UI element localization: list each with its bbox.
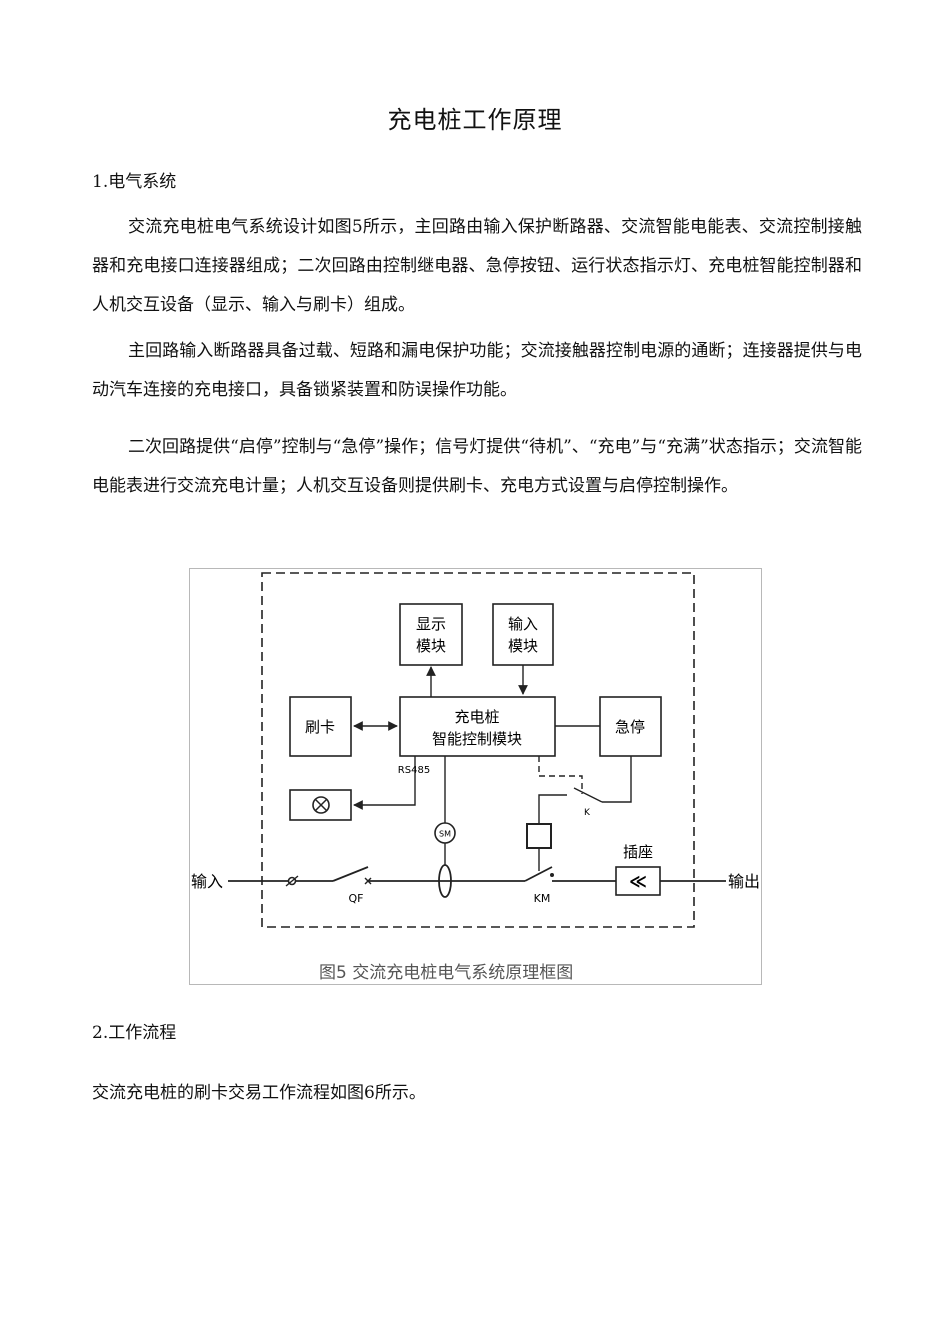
enclosure-boundary [261,572,695,928]
figure-electrical-diagram: 显示 模块 输入 模块 充电桩 智能控制模块 刷卡 [189,568,762,985]
figure-caption: 图5 交流充电桩电气系统原理框图 [319,963,573,983]
paragraph-workflow: 交流充电桩的刷卡交易工作流程如图6所示。 [92,1083,426,1103]
emergency-stop-module: 急停 [599,696,662,757]
card-reader-label: 刷卡 [305,718,335,736]
controller-label-2: 智能控制模块 [432,730,522,748]
breaker-label: QF [349,892,364,905]
relay-label: K [584,808,591,818]
socket-label: 插座 [623,843,653,861]
input-module-label-2: 模块 [508,637,538,655]
connection-lines [353,665,632,871]
display-module: 显示 模块 [399,603,463,666]
main-circuit-line [228,866,726,882]
diagram-svg: 显示 模块 输入 模块 充电桩 智能控制模块 刷卡 [191,572,760,983]
input-module: 输入 模块 [492,603,554,666]
emergency-stop-label: 急停 [615,718,645,736]
rs485-label: RS485 [398,765,430,776]
section-heading-electrical: 1.电气系统 [92,172,177,192]
paragraph-electrical-design: 交流充电桩电气系统设计如图5所示，主回路由输入保护断路器、交流智能电能表、交流控… [92,217,862,315]
socket-module: ≪ [615,866,661,896]
current-transformer-icon [438,864,452,898]
energy-meter-icon: SM [434,822,456,844]
controller-module: 充电桩 智能控制模块 [399,696,556,757]
input-terminal-label: 输入 [191,872,223,891]
card-reader-module: 刷卡 [289,696,352,757]
contactor-label: KM [534,892,551,905]
input-module-label-1: 输入 [508,615,538,633]
indicator-lamp-icon [289,789,352,821]
paragraph-secondary-circuit: 二次回路提供“启停”控制与“急停”操作；信号灯提供“待机”、“充电”与“充满”状… [92,437,862,496]
display-module-label-2: 模块 [416,637,446,655]
output-terminal-label: 输出 [728,872,760,891]
socket-symbol: ≪ [629,872,647,892]
meter-label: SM [439,830,451,839]
contactor-coil-icon [526,823,552,849]
controller-label-1: 充电桩 [454,708,499,726]
page-title: 充电桩工作原理 [387,106,563,134]
display-module-label-1: 显示 [416,615,446,633]
paragraph-main-circuit: 主回路输入断路器具备过载、短路和漏电保护功能；交流接触器控制电源的通断；连接器提… [92,341,862,400]
section-heading-workflow: 2.工作流程 [92,1023,177,1043]
